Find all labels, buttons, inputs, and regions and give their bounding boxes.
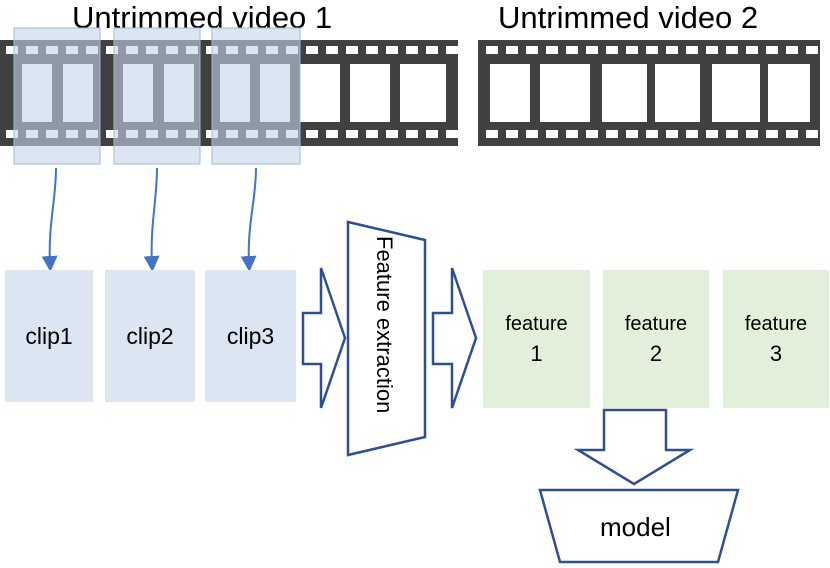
sprocket-hole <box>326 46 338 54</box>
sprocket-hole <box>766 46 778 54</box>
sprocket-hole <box>606 130 618 138</box>
sprocket-hole <box>786 130 798 138</box>
sprocket-hole <box>686 46 698 54</box>
sprocket-hole <box>706 46 718 54</box>
sprocket-hole <box>546 130 558 138</box>
sprocket-hole <box>6 46 18 54</box>
sprocket-hole <box>386 46 398 54</box>
sprocket-hole <box>306 130 318 138</box>
sprocket-hole <box>506 46 518 54</box>
sprocket-hole <box>586 46 598 54</box>
sprocket-hole <box>646 130 658 138</box>
sprocket-hole <box>546 46 558 54</box>
clip2-label: clip2 <box>126 322 174 349</box>
sprocket-hole <box>666 130 678 138</box>
sprocket-hole <box>406 130 418 138</box>
sprocket-hole <box>746 130 758 138</box>
sprocket-hole <box>686 130 698 138</box>
clip1-connector-arrow <box>41 167 58 272</box>
clip1-box: clip1 <box>5 270 93 402</box>
block-arrow-to-extractor <box>301 267 347 409</box>
sprocket-hole <box>506 130 518 138</box>
sprocket-hole <box>706 130 718 138</box>
clip3-box: clip3 <box>205 270 296 402</box>
sprocket-hole <box>806 130 818 138</box>
sprocket-hole <box>106 130 118 138</box>
sprocket-hole <box>446 130 458 138</box>
sprocket-hole <box>486 46 498 54</box>
sprocket-hole <box>366 46 378 54</box>
sprocket-hole <box>426 130 438 138</box>
model-block <box>538 488 740 564</box>
sprocket-hole <box>486 130 498 138</box>
feature2-word: feature <box>624 313 688 335</box>
feature1-word: feature <box>505 313 568 335</box>
film-holes-2 <box>486 46 818 138</box>
feature1-box: feature 1 <box>483 270 590 408</box>
sprocket-hole <box>106 46 118 54</box>
feature2-box: feature 2 <box>603 270 709 408</box>
block-arrow-to-features <box>431 267 478 409</box>
sprocket-hole <box>566 130 578 138</box>
sprocket-hole <box>426 46 438 54</box>
sprocket-hole <box>346 130 358 138</box>
feature3-box: feature 3 <box>723 270 829 408</box>
clip2-highlight <box>113 27 201 165</box>
feature1-number: 1 <box>530 341 543 366</box>
sprocket-hole <box>606 46 618 54</box>
sprocket-hole <box>666 46 678 54</box>
sprocket-hole <box>6 130 18 138</box>
sprocket-hole <box>446 46 458 54</box>
clip3-highlight <box>211 27 301 165</box>
connector-arrows <box>41 167 257 272</box>
feature2-number: 2 <box>649 341 663 366</box>
sprocket-hole <box>766 130 778 138</box>
sprocket-hole <box>526 46 538 54</box>
feature-extraction-label: Feature extraction <box>372 236 397 414</box>
sprocket-hole <box>586 130 598 138</box>
clip2-box: clip2 <box>105 270 195 402</box>
sprocket-hole <box>386 130 398 138</box>
clip-highlights <box>13 27 301 165</box>
clip1-label: clip1 <box>25 322 73 349</box>
sprocket-hole <box>806 46 818 54</box>
sprocket-hole <box>366 130 378 138</box>
clip1-highlight <box>13 27 101 165</box>
sprocket-hole <box>726 130 738 138</box>
clip3-connector-arrow <box>240 167 257 272</box>
clip3-label: clip3 <box>226 322 275 349</box>
untrimmed-video-2-title: Untrimmed video 2 <box>498 0 759 35</box>
film-frames-2 <box>490 64 810 122</box>
sprocket-hole <box>646 46 658 54</box>
sprocket-hole <box>726 46 738 54</box>
feature3-number: 3 <box>769 341 783 366</box>
film-strip-2 <box>478 40 820 146</box>
sprocket-hole <box>626 130 638 138</box>
block-arrow-to-model <box>573 408 695 486</box>
sprocket-hole <box>786 46 798 54</box>
sprocket-hole <box>526 130 538 138</box>
clip2-connector-arrow <box>143 167 160 272</box>
feature3-word: feature <box>744 313 808 335</box>
sprocket-hole <box>746 46 758 54</box>
sprocket-hole <box>326 130 338 138</box>
sprocket-hole <box>406 46 418 54</box>
sprocket-hole <box>306 46 318 54</box>
sprocket-hole <box>566 46 578 54</box>
sprocket-hole <box>346 46 358 54</box>
sprocket-hole <box>626 46 638 54</box>
feature-extraction-block <box>346 220 427 457</box>
model-label: model <box>600 512 671 542</box>
